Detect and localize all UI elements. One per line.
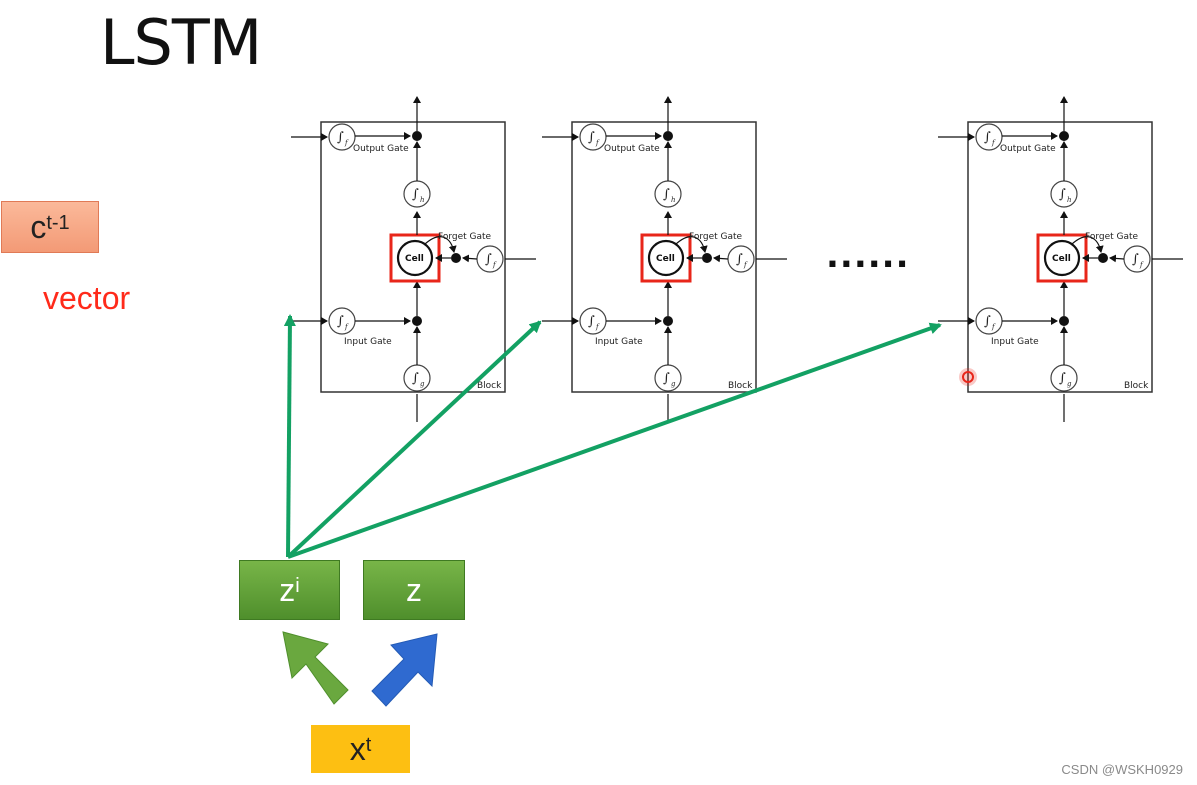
sigmoid-icon: ∫ (663, 371, 670, 386)
forget-gate-label: Forget Gate (438, 232, 492, 242)
cell-label: Cell (656, 254, 675, 264)
zi-sup: i (295, 574, 300, 597)
sigmoid-icon: ∫ (412, 187, 419, 202)
sigmoid-icon: ∫ (1132, 252, 1139, 267)
sigmoid-icon: ∫ (485, 252, 492, 267)
c-prev-base: c (30, 208, 47, 245)
sigmoid-icon: ∫ (588, 130, 595, 145)
watermark: CSDN @WSKH0929 (1061, 762, 1183, 777)
sigmoid-sub-f: f (344, 139, 349, 147)
lstm-block-1: Output Gate Forget Gate Input Gate Block… (291, 97, 536, 422)
sigmoid-sub-g: g (671, 380, 676, 388)
block-label: Block (477, 381, 502, 391)
sigmoid-sub-f: f (743, 261, 748, 269)
sigmoid-icon: ∫ (984, 130, 991, 145)
sigmoid-sub-h: h (420, 196, 425, 204)
sigmoid-icon: ∫ (1059, 187, 1066, 202)
sigmoid-icon: ∫ (984, 314, 991, 329)
sigmoid-sub-f: f (991, 323, 996, 331)
xt-sup: t (365, 733, 372, 756)
forget-gate-label: Forget Gate (689, 232, 743, 242)
sigmoid-sub-h: h (1067, 196, 1072, 204)
blue-input-arrow (371, 633, 438, 707)
sigmoid-icon: ∫ (588, 314, 595, 329)
output-gate-label: Output Gate (604, 144, 660, 154)
cell-label: Cell (1052, 254, 1071, 264)
input-gate-label: Input Gate (991, 337, 1039, 347)
cell-label: Cell (405, 254, 424, 264)
sigmoid-icon: ∫ (337, 314, 344, 329)
block-label: Block (728, 381, 753, 391)
output-gate-label: Output Gate (353, 144, 409, 154)
green-arrow-to-block-2 (286, 320, 542, 559)
green-arrow-to-block-1 (283, 314, 296, 558)
sigmoid-sub-f: f (1139, 261, 1144, 269)
slide-title: LSTM (100, 6, 262, 79)
ellipsis: ...... (826, 236, 910, 276)
sigmoid-icon: ∫ (1059, 371, 1066, 386)
sigmoid-sub-f: f (595, 323, 600, 331)
lstm-block-3: Output Gate Forget Gate Input Gate Block… (938, 97, 1183, 422)
sigmoid-icon: ∫ (337, 130, 344, 145)
sigmoid-sub-h: h (671, 196, 676, 204)
sigmoid-icon: ∫ (663, 187, 670, 202)
vector-label: vector (43, 280, 131, 316)
sigmoid-sub-f: f (344, 323, 349, 331)
lstm-block-2: Output Gate Forget Gate Input Gate Block… (542, 97, 787, 422)
sigmoid-sub-g: g (1067, 380, 1072, 388)
forget-gate-label: Forget Gate (1085, 232, 1139, 242)
input-gate-label: Input Gate (595, 337, 643, 347)
z-box: z (363, 560, 465, 620)
sigmoid-sub-g: g (420, 380, 425, 388)
sigmoid-icon: ∫ (412, 371, 419, 386)
sigmoid-sub-f: f (595, 139, 600, 147)
sigmoid-sub-f: f (492, 261, 497, 269)
zi-base: z (279, 571, 296, 608)
green-input-arrow (282, 631, 349, 705)
sigmoid-sub-f: f (991, 139, 996, 147)
block-label: Block (1124, 381, 1149, 391)
c-prev-sup: t-1 (46, 211, 70, 234)
z-base: z (406, 571, 422, 608)
cursor-dot-icon (959, 368, 977, 386)
output-gate-label: Output Gate (1000, 144, 1056, 154)
sigmoid-icon: ∫ (736, 252, 743, 267)
xt-base: x (349, 730, 366, 767)
input-gate-label: Input Gate (344, 337, 392, 347)
green-arrow-to-block-3 (287, 322, 942, 559)
